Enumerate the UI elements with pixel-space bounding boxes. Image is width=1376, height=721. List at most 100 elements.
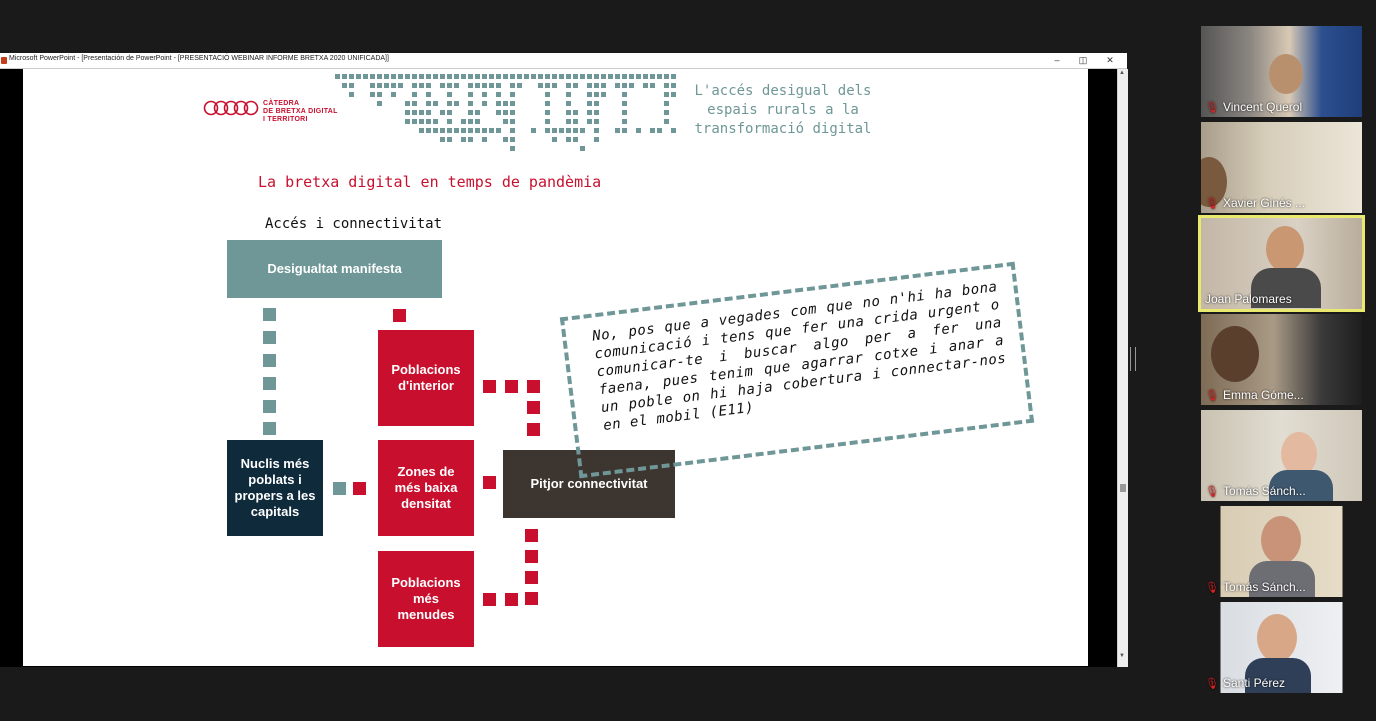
pixel-map-dot xyxy=(475,119,480,124)
panel-splitter-handle[interactable] xyxy=(1130,347,1136,371)
pixel-map-dot xyxy=(587,119,592,124)
participant-tile[interactable]: 🎙︎ Xavier Ginés ... xyxy=(1201,122,1362,213)
pixel-map-dot xyxy=(671,83,676,88)
pixel-map-dot xyxy=(671,128,676,133)
participant-video xyxy=(1211,326,1259,382)
pixel-map-dot xyxy=(587,83,592,88)
scroll-thumb[interactable] xyxy=(1120,484,1126,492)
participant-tile[interactable]: 🎙︎ Tomás Sánch... xyxy=(1201,410,1362,501)
pixel-map-dot xyxy=(538,83,543,88)
mic-muted-icon: 🎙︎ xyxy=(1205,485,1219,498)
participant-video xyxy=(1269,470,1333,501)
pixel-map-dot xyxy=(545,101,550,106)
pixel-map-dot xyxy=(468,101,473,106)
close-button[interactable]: ✕ xyxy=(1106,55,1114,65)
pixel-map-dot xyxy=(510,101,515,106)
pixel-map-dot xyxy=(559,128,564,133)
pixel-map-dot xyxy=(419,74,424,79)
pixel-map-dot xyxy=(531,128,536,133)
box-pitjor: Pitjor connectivitat xyxy=(503,450,675,518)
scroll-down-icon[interactable]: ▼ xyxy=(1119,653,1125,659)
box-desigualtat: Desigualtat manifesta xyxy=(227,240,442,298)
pixel-map-dot xyxy=(475,110,480,115)
pixel-map-dot xyxy=(664,92,669,97)
pixel-map-dot xyxy=(356,74,361,79)
pixel-map-dot xyxy=(622,119,627,124)
logo-line: I TERRITORI xyxy=(263,116,308,123)
pixel-map-dot xyxy=(426,119,431,124)
pixel-map-dot xyxy=(524,74,529,79)
pixel-map-dot xyxy=(482,83,487,88)
pixel-map-dot xyxy=(426,101,431,106)
pixel-map-dot xyxy=(349,74,354,79)
mic-muted-icon: 🎙︎ xyxy=(1205,197,1219,210)
pixel-map-dot xyxy=(552,128,557,133)
vertical-scrollbar[interactable]: ▲ ▼ xyxy=(1117,69,1128,667)
pixel-map-dot xyxy=(475,128,480,133)
pixel-map-dot xyxy=(468,83,473,88)
slide-heading: La bretxa digital en temps de pandèmia xyxy=(258,173,602,191)
scroll-up-icon[interactable]: ▲ xyxy=(1119,70,1125,76)
connector-square xyxy=(505,593,518,606)
pixel-map-dot xyxy=(566,83,571,88)
pixel-map-dot xyxy=(412,83,417,88)
pixel-map-dot xyxy=(573,137,578,142)
pixel-map-dot xyxy=(545,128,550,133)
pixel-map-dot xyxy=(573,74,578,79)
pixel-map-dot xyxy=(510,74,515,79)
powerpoint-window: Microsoft PowerPoint - [Presentación de … xyxy=(0,53,1128,667)
pixel-map-dot xyxy=(566,119,571,124)
pixel-map-dot xyxy=(594,119,599,124)
participant-tile[interactable]: 🎙︎ Tomás Sánch... xyxy=(1201,506,1362,597)
pixel-map-dot xyxy=(447,83,452,88)
pixel-map-dot xyxy=(608,74,613,79)
pixel-map-dot xyxy=(370,92,375,97)
connector-square xyxy=(483,476,496,489)
pixel-map-dot xyxy=(461,119,466,124)
connector-square xyxy=(527,401,540,414)
pixel-map-dot xyxy=(447,110,452,115)
participant-tile[interactable]: 🎙︎ Vincent Querol xyxy=(1201,26,1362,117)
window-titlebar: Microsoft PowerPoint - [Presentación de … xyxy=(0,53,1127,69)
minimize-button[interactable]: – xyxy=(1054,55,1060,65)
participant-tile-active[interactable]: Joan Palomares xyxy=(1198,215,1365,312)
restore-button[interactable]: ◫ xyxy=(1078,55,1088,65)
connector-square xyxy=(393,309,406,322)
pixel-map-dot xyxy=(384,83,389,88)
pixel-map-dot xyxy=(440,74,445,79)
pixel-map-dot xyxy=(370,83,375,88)
pixel-map-dot xyxy=(545,83,550,88)
connector-square xyxy=(333,482,346,495)
connector-square xyxy=(263,377,276,390)
pixel-map-dot xyxy=(601,92,606,97)
pixel-map-dot xyxy=(496,74,501,79)
pixel-map-dot xyxy=(447,74,452,79)
pixel-map-dot xyxy=(440,83,445,88)
pixel-map-dot xyxy=(545,74,550,79)
logo-line: DE BRETXA DIGITAL xyxy=(263,108,338,115)
pixel-map-dot xyxy=(454,83,459,88)
pixel-map-dot xyxy=(377,92,382,97)
participant-tile[interactable]: 🎙︎ Emma Góme... xyxy=(1201,314,1362,405)
pixel-map-dot xyxy=(405,110,410,115)
pixel-map-dot xyxy=(489,83,494,88)
participant-name: Emma Góme... xyxy=(1222,388,1304,402)
pixel-map-dot xyxy=(384,74,389,79)
pixel-map-dot xyxy=(573,128,578,133)
pixel-map-dot xyxy=(671,74,676,79)
box-nuclis: Nuclis més poblats i propers a les capit… xyxy=(227,440,323,536)
pixel-map-dot xyxy=(447,119,452,124)
pixel-map-dot xyxy=(419,119,424,124)
pixel-map-dot xyxy=(482,92,487,97)
connector-square xyxy=(263,400,276,413)
pixel-map-dot xyxy=(503,119,508,124)
pixel-map-dot xyxy=(657,128,662,133)
pixel-map-dot xyxy=(545,92,550,97)
pixel-map-dot xyxy=(468,119,473,124)
participant-tile[interactable]: 🎙︎ Santi Pérez xyxy=(1201,602,1362,693)
pixel-map-dot xyxy=(398,83,403,88)
mic-muted-icon: 🎙︎ xyxy=(1205,677,1219,690)
participant-video xyxy=(1251,268,1321,308)
box-interior: Poblacions d'interior xyxy=(378,330,474,426)
pixel-map-dot xyxy=(440,110,445,115)
